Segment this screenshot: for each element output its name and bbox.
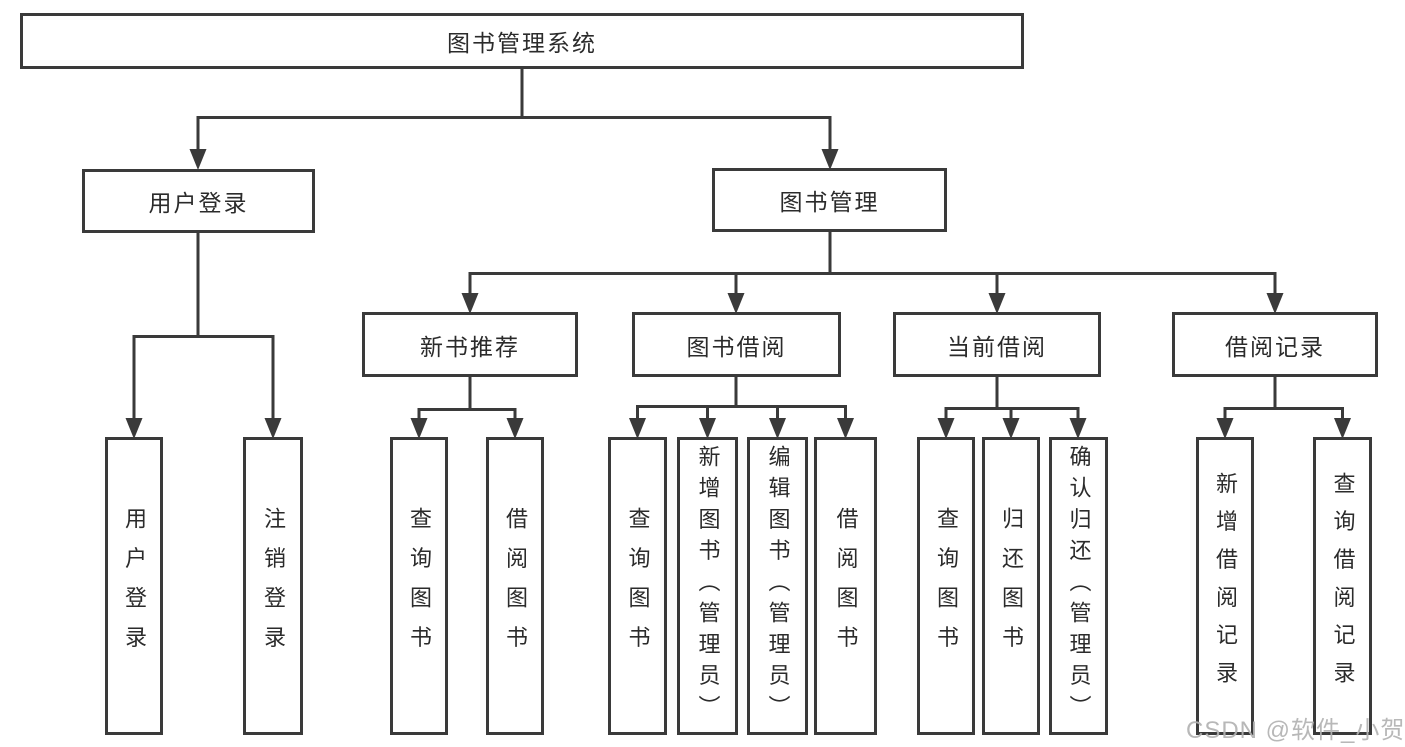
leaf-borrow-borrow-books-label: 借阅图书 [833,506,859,666]
leaf-borrow-edit-books-admin: 编辑图书（管理员） [747,437,808,735]
node-book-borrow-label: 图书借阅 [686,333,787,360]
leaf-logout: 注销登录 [243,437,303,735]
leaf-records-add-record-label: 新增借阅记录 [1213,472,1238,700]
leaf-records-query-record: 查询借阅记录 [1313,437,1372,735]
leaf-current-confirm-return-admin-label: 确认归还（管理员） [1066,445,1092,727]
leaf-current-query-books: 查询图书 [917,437,975,735]
node-current-borrow-label: 当前借阅 [947,333,1047,360]
leaf-current-confirm-return-admin: 确认归还（管理员） [1049,437,1108,735]
node-current-borrow: 当前借阅 [893,312,1101,377]
leaf-newbook-borrow-books: 借阅图书 [486,437,544,735]
node-book-management-label: 图书管理 [779,189,880,215]
leaf-current-return-books: 归还图书 [982,437,1040,735]
leaf-borrow-borrow-books: 借阅图书 [814,437,877,735]
node-root-label: 图书管理系统 [447,30,597,56]
leaf-borrow-query-books: 查询图书 [608,437,667,735]
node-borrow-records-label: 借阅记录 [1225,333,1325,360]
node-root-system: 图书管理系统 [20,13,1024,69]
leaf-borrow-query-books-label: 查询图书 [625,506,651,666]
leaf-logout-label: 注销登录 [261,506,286,666]
node-book-management: 图书管理 [712,168,947,232]
leaf-user-login-label: 用户登录 [122,506,147,666]
leaf-current-return-books-label: 归还图书 [999,506,1024,666]
node-user-login: 用户登录 [82,169,315,233]
leaf-newbook-query-books: 查询图书 [390,437,448,735]
leaf-user-login: 用户登录 [105,437,163,735]
leaf-borrow-edit-books-admin-label: 编辑图书（管理员） [765,445,791,727]
watermark: CSDN @软件_小贺同学 [1186,717,1405,744]
leaf-records-query-record-label: 查询借阅记录 [1330,472,1356,700]
leaf-records-add-record: 新增借阅记录 [1196,437,1254,735]
node-borrow-records: 借阅记录 [1172,312,1378,377]
leaf-borrow-add-books-admin-label: 新增图书（管理员） [695,445,721,727]
leaf-newbook-query-books-label: 查询图书 [407,506,432,666]
leaf-newbook-borrow-books-label: 借阅图书 [503,506,528,666]
node-book-borrow: 图书借阅 [632,312,841,377]
leaf-current-query-books-label: 查询图书 [934,506,959,666]
node-user-login-label: 用户登录 [148,190,249,216]
node-new-book-recommend: 新书推荐 [362,312,578,377]
leaf-borrow-add-books-admin: 新增图书（管理员） [677,437,738,735]
node-new-book-recommend-label: 新书推荐 [420,333,520,360]
